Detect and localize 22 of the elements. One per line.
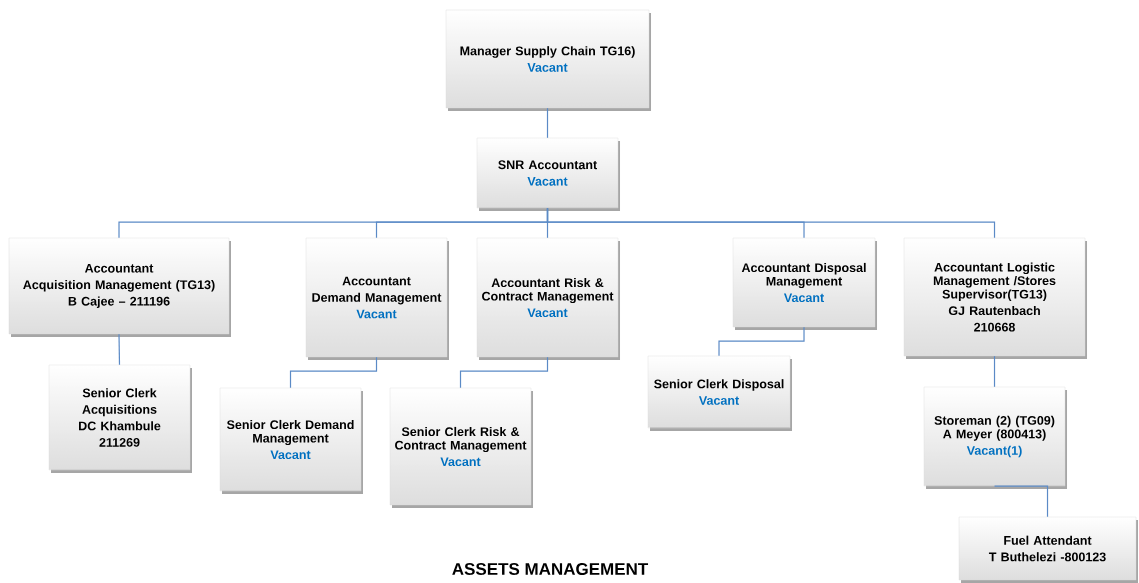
connector-line [993,485,1049,518]
position-box: Accountant Disposal Management Vacant [732,237,877,330]
position-box: Manager Supply Chain TG16) Vacant [445,9,651,111]
position-box: Fuel Attendant T Buthelezi -800123 [958,516,1138,583]
connector-line [289,356,378,389]
connector-line [718,326,805,357]
position-box: Accountant Acquisition Management (TG13) B Cajee – 211196 [8,237,231,337]
position-box: Accountant Risk & Contract Management Vacant [476,237,620,360]
connector-line [993,355,996,388]
position-box: Senior Clerk Disposal Vacant [647,355,792,431]
connector-line [546,107,549,139]
position-box: Accountant Logistic Management /Stores Supervisor(TG13) GJ Rautenbach 210668 [903,237,1087,359]
position-box: Accountant Demand Management Vacant [305,237,449,360]
connector-line [546,207,996,239]
position-box: Senior Clerk Acquisitions DC Khambule 211269 [48,364,192,473]
connector-line [459,356,549,389]
position-box: Storeman (2) (TG09) A Meyer (800413) Vacant(1) [923,386,1067,489]
position-box: Senior Clerk Risk & Contract Management Vacant [389,387,533,508]
position-box: Senior Clerk Demand Management Vacant [219,387,363,494]
title: ASSETS MANAGEMENT [452,563,649,576]
connector-line [118,333,121,366]
position-box: SNR Accountant Vacant [476,137,620,211]
